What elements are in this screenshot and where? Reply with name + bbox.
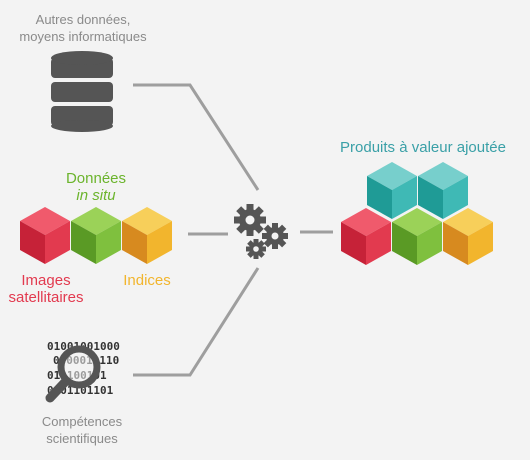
label-competences-line1: Compétences [41,414,123,429]
cube-produit-teal-1 [367,162,417,219]
cube-produit-red [341,208,391,265]
label-autres-donnees: Autres données, moyens informatiques [0,11,166,45]
connector-lines [133,83,333,377]
connector-top [133,83,260,191]
gears-icon [234,204,288,259]
cube-indices [122,207,172,264]
magnifier-icon [45,345,101,403]
label-indices: Indices [112,272,182,289]
cube-produit-yellow [443,208,493,265]
label-competences-line2: scientifiques [46,431,118,446]
label-autres-line2: moyens informatiques [19,29,147,44]
label-images-line1: Images [21,272,71,289]
label-produits: Produits à valeur ajoutée [318,139,528,156]
cube-donnees [71,207,121,264]
label-produits-text: Produits à valeur ajoutée [340,139,506,156]
label-indices-text: Indices [123,272,171,289]
label-in-situ: in situ [76,187,116,204]
label-competences: Compétences scientifiques [12,413,152,447]
label-donnees: Données [65,170,127,187]
label-images-satellitaires: Images satellitaires [0,272,92,306]
label-autres-line1: Autres données, [35,12,131,27]
label-donnees-in-situ: Données in situ [46,170,146,204]
label-images-line2: satellitaires [8,289,84,306]
cube-produit-green [392,208,442,265]
cube-images [20,207,70,264]
connector-bottom [133,267,260,377]
cube-produit-teal-2 [418,162,468,219]
database-icon [51,51,113,132]
